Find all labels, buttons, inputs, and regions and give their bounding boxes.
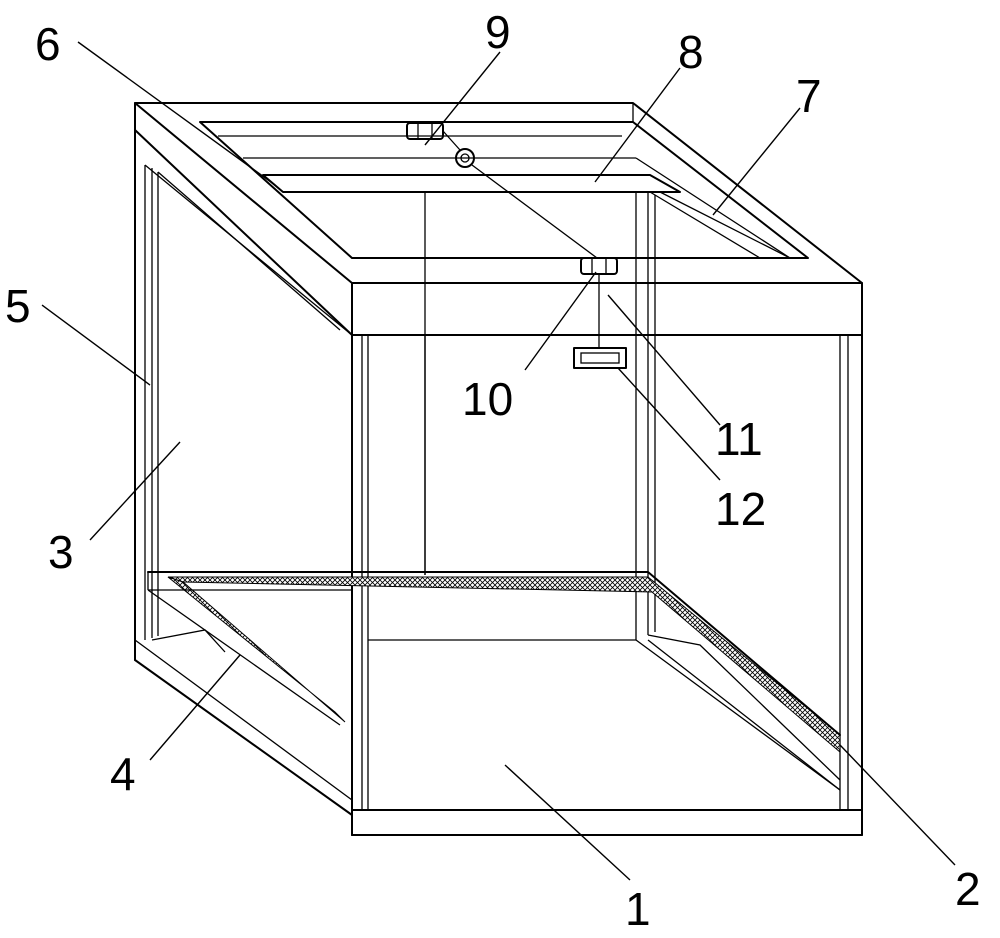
leader-lines (41, 41, 956, 881)
label-2: 2 (955, 863, 981, 915)
support-rods (151, 629, 841, 791)
base-frame (351, 639, 863, 836)
top-frame (134, 102, 863, 336)
part-labels: 6 9 8 7 5 3 4 10 11 12 2 1 (5, 6, 981, 935)
top-slide-panel (218, 135, 791, 259)
label-9: 9 (485, 6, 511, 58)
label-1: 1 (625, 883, 651, 935)
label-6: 6 (35, 18, 61, 70)
label-5: 5 (5, 280, 31, 332)
label-10: 10 (462, 373, 513, 425)
label-7: 7 (796, 70, 822, 122)
hanging-box (573, 347, 627, 369)
label-3: 3 (48, 526, 74, 578)
label-4: 4 (110, 748, 136, 800)
left-side (134, 129, 353, 836)
pulley-assembly (406, 122, 618, 348)
label-12: 12 (715, 483, 766, 535)
mesh-net (147, 571, 841, 754)
label-8: 8 (678, 26, 704, 78)
label-11: 11 (715, 413, 763, 465)
